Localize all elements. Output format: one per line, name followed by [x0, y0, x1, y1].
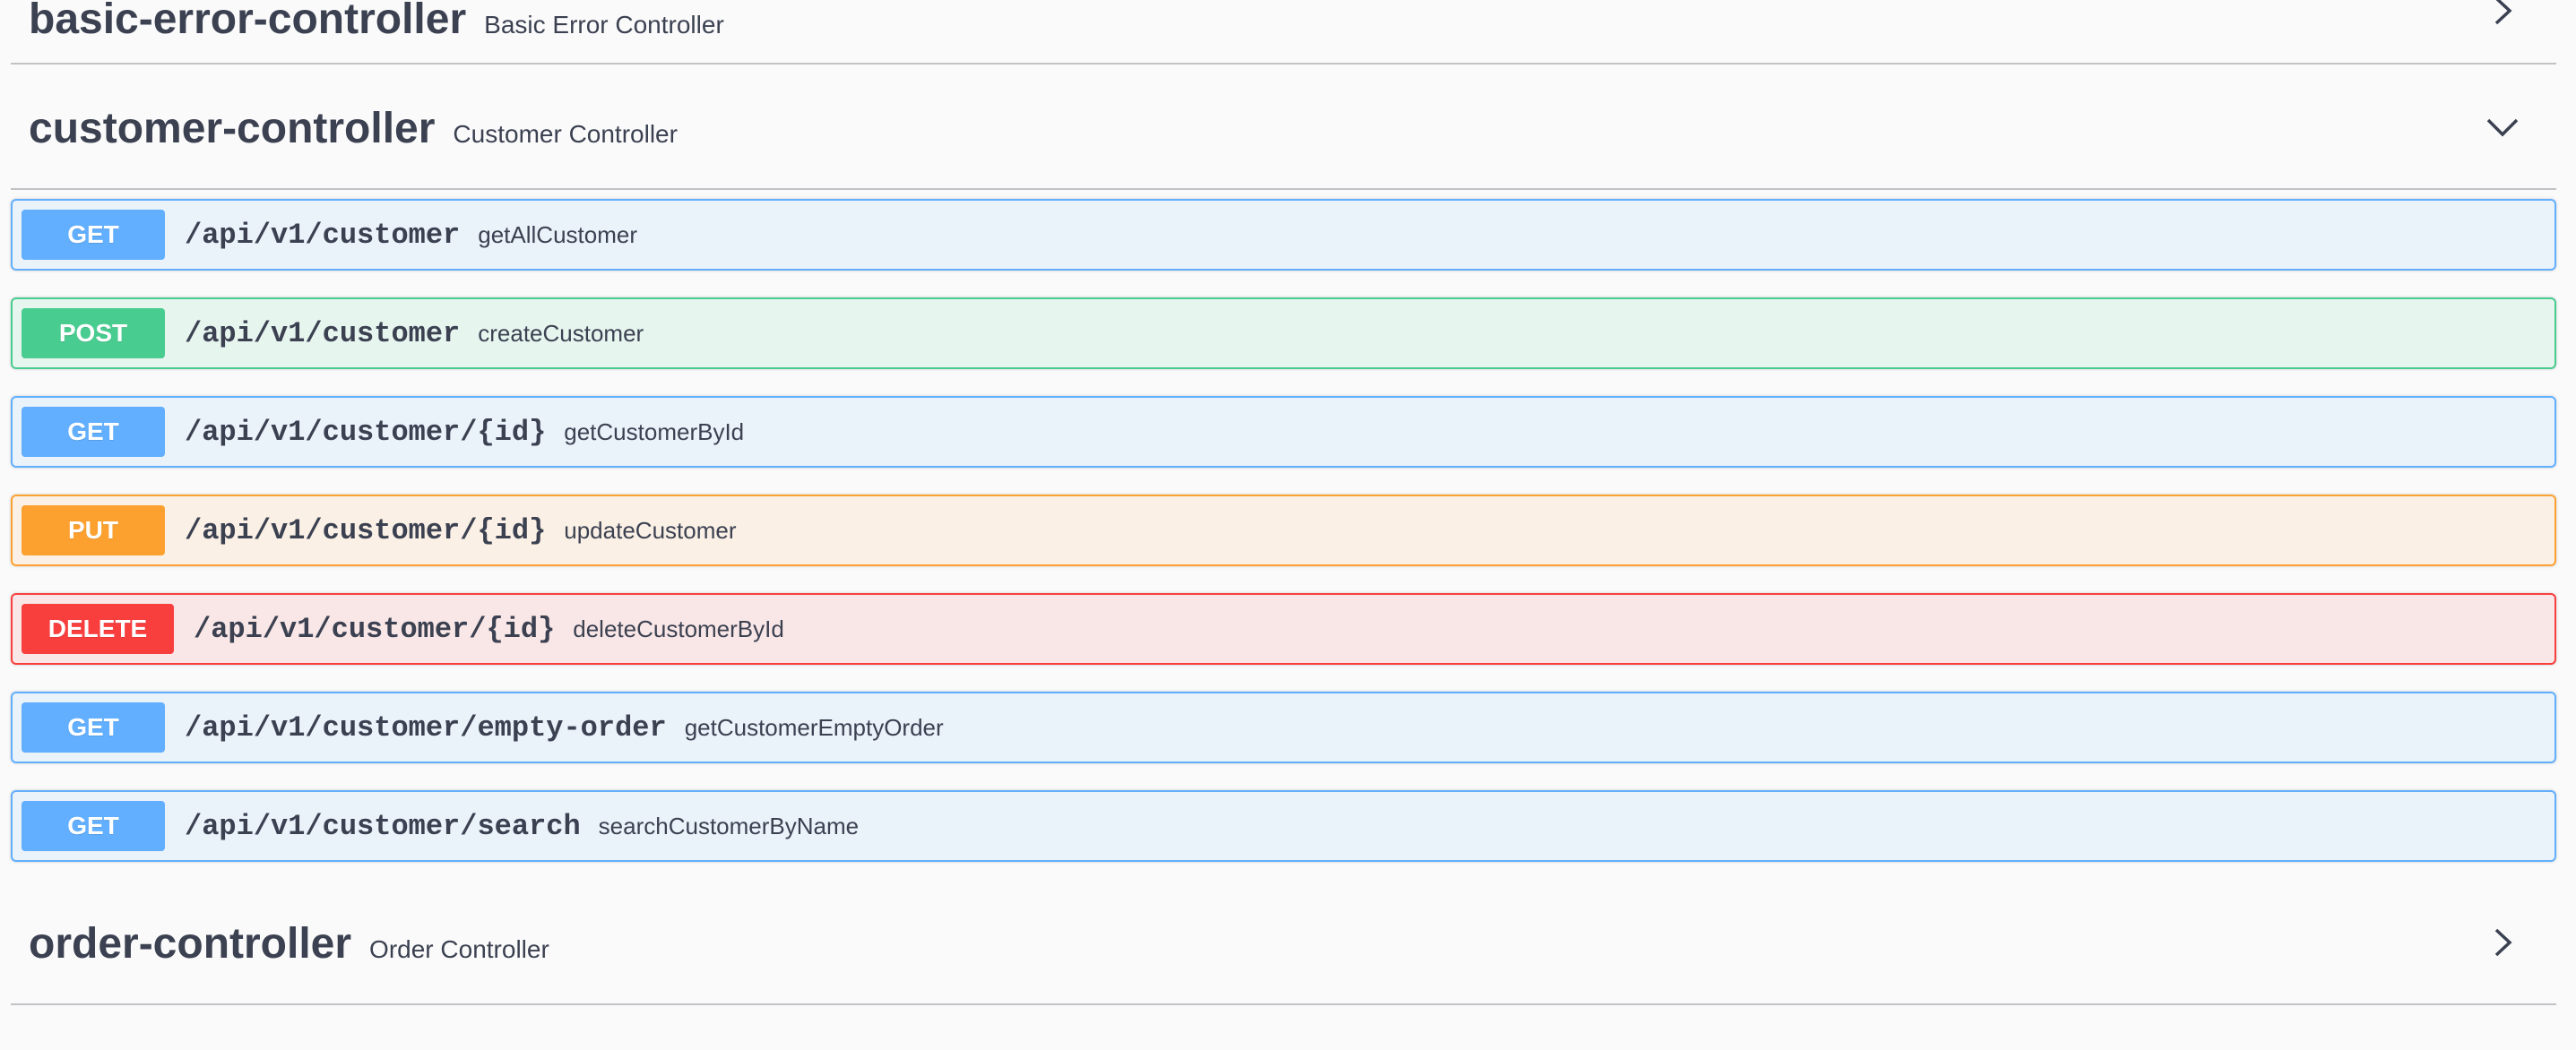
operation-summary: getAllCustomer	[478, 220, 637, 248]
operation-summary: deleteCustomerById	[573, 615, 784, 642]
opblock-create-customer[interactable]: POST /api/v1/customer createCustomer	[11, 297, 2556, 369]
chevron-right-icon[interactable]	[2483, 923, 2522, 962]
operation-path: /api/v1/customer/search	[185, 809, 581, 843]
tag-header: basic-error-controller Basic Error Contr…	[29, 0, 724, 44]
tag-description: Order Controller	[369, 935, 549, 963]
opblock-get-customer-empty-order[interactable]: GET /api/v1/customer/empty-order getCust…	[11, 692, 2556, 763]
tag-name: basic-error-controller	[29, 0, 467, 43]
opblock-delete-customer-by-id[interactable]: DELETE /api/v1/customer/{id} deleteCusto…	[11, 593, 2556, 665]
method-badge: DELETE	[22, 604, 174, 654]
opblock-get-customer-by-id[interactable]: GET /api/v1/customer/{id} getCustomerByI…	[11, 396, 2556, 468]
tag-section-order-controller[interactable]: order-controller Order Controller	[11, 880, 2556, 1005]
operation-summary: getCustomerById	[564, 417, 745, 445]
operation-summary: createCustomer	[478, 319, 644, 347]
chevron-down-icon[interactable]	[2483, 108, 2522, 147]
tag-header: order-controller Order Controller	[29, 919, 549, 968]
operation-summary: searchCustomerByName	[598, 812, 860, 839]
tag-description: Customer Controller	[453, 120, 678, 148]
tag-name: order-controller	[29, 920, 352, 968]
method-badge: GET	[22, 702, 165, 753]
operation-path: /api/v1/customer/{id}	[185, 513, 547, 547]
operation-summary: updateCustomer	[564, 516, 737, 544]
method-badge: POST	[22, 308, 165, 358]
tag-name: customer-controller	[29, 105, 436, 152]
tag-section-basic-error-controller[interactable]: basic-error-controller Basic Error Contr…	[11, 0, 2556, 65]
operation-path: /api/v1/customer	[185, 218, 461, 252]
opblock-get-all-customer[interactable]: GET /api/v1/customer getAllCustomer	[11, 199, 2556, 271]
opblock-update-customer[interactable]: PUT /api/v1/customer/{id} updateCustomer	[11, 495, 2556, 566]
operation-path: /api/v1/customer	[185, 316, 461, 350]
operation-path: /api/v1/customer/{id}	[194, 612, 556, 646]
tag-section-customer-controller[interactable]: customer-controller Customer Controller	[11, 65, 2556, 190]
method-badge: GET	[22, 407, 165, 457]
method-badge: GET	[22, 801, 165, 851]
operation-summary: getCustomerEmptyOrder	[684, 713, 944, 741]
operation-path: /api/v1/customer/empty-order	[185, 710, 667, 744]
operation-path: /api/v1/customer/{id}	[185, 415, 547, 449]
chevron-right-icon[interactable]	[2483, 0, 2522, 30]
method-badge: GET	[22, 210, 165, 260]
tag-description: Basic Error Controller	[484, 11, 724, 39]
method-badge: PUT	[22, 505, 165, 555]
opblock-search-customer-by-name[interactable]: GET /api/v1/customer/search searchCustom…	[11, 790, 2556, 862]
tag-header: customer-controller Customer Controller	[29, 104, 678, 153]
